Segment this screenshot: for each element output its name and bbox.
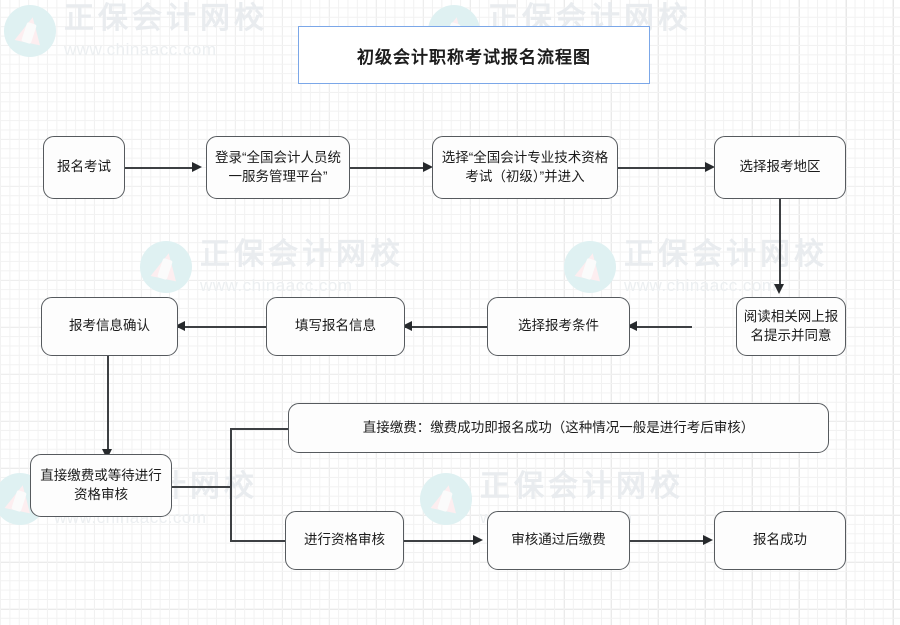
watermark-brand: 正保会计网校: [200, 238, 404, 271]
connector-n9-split: [172, 486, 232, 488]
watermark-url: www.chinaacc.com: [624, 276, 777, 295]
node-xuanze-kaoshi[interactable]: 选择“全国会计专业技术资格考试（初级）”并进入: [432, 136, 618, 199]
page-title-text: 初级会计职称考试报名流程图: [357, 47, 591, 67]
node-label: 登录“全国会计人员统一服务管理平台”: [215, 150, 341, 184]
node-zhijie-jiaofei-shuoming[interactable]: 直接缴费：缴费成功即报名成功（这种情况一般是进行考后审核）: [288, 403, 829, 453]
arrow-head-icon: [627, 321, 637, 331]
connector-n6-n7: [405, 326, 487, 328]
watermark-url: www.chinaacc.com: [64, 40, 217, 59]
arrow-head-icon: [703, 535, 713, 545]
connector-n7-n8: [178, 326, 266, 328]
page-title: 初级会计职称考试报名流程图: [298, 26, 650, 84]
node-baoming-kaoshi[interactable]: 报名考试: [43, 136, 125, 199]
connector-split-n11: [230, 540, 288, 542]
node-denglu-pingtai[interactable]: 登录“全国会计人员统一服务管理平台”: [206, 136, 350, 199]
watermark-brand: 正保会计网校: [624, 238, 828, 271]
watermark-brand: 正保会计网校: [480, 470, 684, 503]
connector-n1-n2: [125, 167, 195, 169]
node-label: 进行资格审核: [304, 532, 385, 548]
connector-split-n10: [230, 428, 290, 430]
arrow-head-icon: [705, 162, 715, 172]
connector-n11-n12: [404, 540, 476, 542]
chinaacc-logo-icon: [420, 473, 472, 525]
watermark-brand: 正保会计网校: [64, 2, 268, 35]
arrow-head-icon: [473, 535, 483, 545]
connector-n8-n9: [107, 356, 109, 454]
node-label: 填写报名信息: [295, 318, 376, 334]
node-tianxie-xinxi[interactable]: 填写报名信息: [266, 297, 405, 356]
node-label: 阅读相关网上报名提示并同意: [743, 309, 839, 343]
node-label: 选择报考地区: [739, 159, 821, 175]
arrow-head-icon: [423, 162, 433, 172]
node-label: 直接缴费或等待进行资格审核: [40, 468, 162, 502]
chinaacc-logo-icon: [140, 241, 192, 293]
node-jiaofei-huo-shenhe[interactable]: 直接缴费或等待进行资格审核: [30, 454, 172, 517]
node-xinxi-queren[interactable]: 报考信息确认: [41, 297, 178, 356]
node-shenhe-tongguo-jiaofei[interactable]: 审核通过后缴费: [487, 511, 630, 570]
node-label: 审核通过后缴费: [511, 532, 606, 548]
connector-split-vertical: [230, 428, 232, 542]
connector-n4-n5: [779, 199, 781, 289]
arrow-head-icon: [774, 284, 784, 294]
node-label: 报名考试: [57, 159, 111, 175]
node-xuanze-tiaojian[interactable]: 选择报考条件: [487, 297, 630, 356]
chinaacc-logo-icon: [564, 241, 616, 293]
node-label: 报名成功: [753, 532, 807, 548]
node-label: 直接缴费：缴费成功即报名成功（这种情况一般是进行考后审核）: [362, 419, 755, 435]
connector-n2-n3: [350, 167, 426, 169]
watermark: 正保会计网校 www.chinaacc.com: [564, 240, 828, 294]
connector-n3-n4: [618, 167, 708, 169]
arrow-head-icon: [192, 162, 202, 172]
arrow-head-icon: [402, 321, 412, 331]
node-jinxing-shenhe[interactable]: 进行资格审核: [285, 511, 404, 570]
arrow-head-icon: [175, 321, 185, 331]
watermark: 正保会计网校 www.chinaacc.com: [4, 4, 268, 58]
connector-n5-n6: [630, 326, 692, 328]
node-xuanze-diqu[interactable]: 选择报考地区: [714, 136, 846, 199]
connector-n12-n13: [630, 540, 706, 542]
watermark: 正保会计网校 www.chinaacc.com: [140, 240, 404, 294]
node-label: 选择报考条件: [518, 318, 599, 334]
node-label: 选择“全国会计专业技术资格考试（初级）”并进入: [441, 150, 609, 184]
node-yuedu-tishi[interactable]: 阅读相关网上报名提示并同意: [736, 297, 846, 356]
node-label: 报考信息确认: [69, 318, 150, 334]
chinaacc-logo-icon: [4, 5, 56, 57]
watermark-url: www.chinaacc.com: [200, 276, 353, 295]
node-baoming-chenggong[interactable]: 报名成功: [714, 511, 846, 570]
